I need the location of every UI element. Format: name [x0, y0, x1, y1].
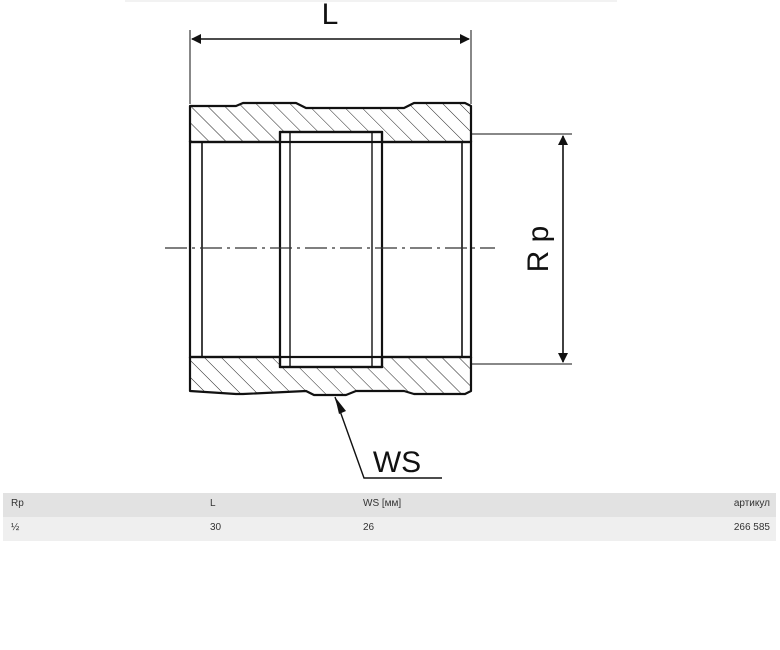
- coupling-bore-outline: [188, 140, 473, 359]
- ws-label: WS: [373, 446, 421, 479]
- cell-l: 30: [210, 522, 222, 533]
- table-header-row: Rp L WS [мм] артикул: [3, 493, 776, 517]
- header-rp: Rp: [11, 498, 24, 509]
- cell-ws: 26: [363, 522, 375, 533]
- header-article: артикул: [733, 498, 770, 509]
- rp-label: R p: [522, 226, 555, 273]
- header-l: L: [210, 498, 216, 509]
- table-row: ½ 30 26 266 585: [3, 517, 776, 541]
- coupling-bottom-wall: [188, 355, 473, 397]
- ws-leader-arrowhead: [335, 397, 346, 414]
- header-ws: WS [мм]: [363, 498, 402, 509]
- cell-article: 266 585: [733, 522, 770, 533]
- ws-leader-line: [334, 396, 442, 479]
- l-label: L: [322, 0, 339, 31]
- coupling-top-wall: [188, 101, 473, 144]
- cell-rp: ½: [11, 522, 20, 533]
- central-stop-outline: [278, 130, 384, 369]
- spec-table: Rp L WS [мм] артикул ½ 30 26 266 585: [3, 493, 776, 541]
- coupling-section-svg: L R p WS: [125, 0, 617, 479]
- coupling-drawing: L R p WS: [125, 0, 617, 479]
